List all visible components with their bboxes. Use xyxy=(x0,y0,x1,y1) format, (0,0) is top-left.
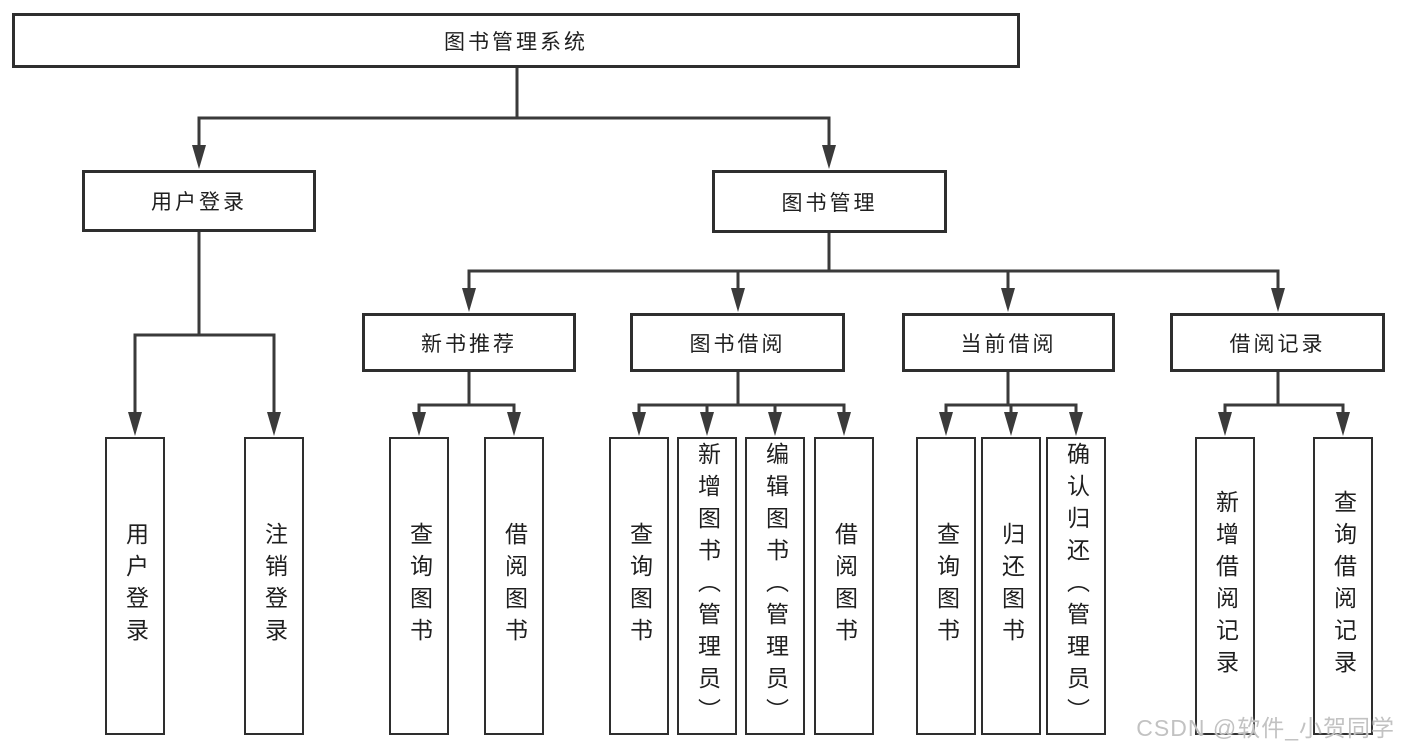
edge-new-book-rec-to-leaves xyxy=(412,372,521,436)
leaf-borrow-books-1: 借阅图书 xyxy=(484,437,544,735)
node-current-borrow-label: 当前借阅 xyxy=(960,332,1057,356)
leaf-add-books-admin: 新增图书（管理员） xyxy=(677,437,737,735)
node-new-book-rec-label: 新书推荐 xyxy=(421,332,517,356)
leaf-logout-label: 注销登录 xyxy=(261,522,288,650)
edge-borrow-records-to-leaves xyxy=(1218,372,1350,436)
node-book-mgmt-label: 图书管理 xyxy=(781,191,878,215)
node-borrow-records-label: 借阅记录 xyxy=(1229,332,1326,356)
leaf-edit-books-admin: 编辑图书（管理员） xyxy=(745,437,805,735)
node-user-login: 用户登录 xyxy=(82,170,316,232)
leaf-return-books: 归还图书 xyxy=(981,437,1041,735)
leaf-add-borrow-record-label: 新增借阅记录 xyxy=(1212,490,1239,682)
leaf-borrow-books-2-label: 借阅图书 xyxy=(831,522,858,650)
node-new-book-rec: 新书推荐 xyxy=(362,313,576,372)
node-book-borrow: 图书借阅 xyxy=(630,313,845,372)
node-book-mgmt: 图书管理 xyxy=(712,170,947,233)
leaf-add-borrow-record: 新增借阅记录 xyxy=(1195,437,1255,735)
leaf-user-login: 用户登录 xyxy=(105,437,165,735)
node-library-system: 图书管理系统 xyxy=(12,13,1020,68)
leaf-query-borrow-record-label: 查询借阅记录 xyxy=(1330,490,1357,682)
leaf-add-books-admin-label: 新增图书（管理员） xyxy=(694,442,721,730)
csdn-watermark: CSDN @软件_小贺同学 xyxy=(1136,715,1395,741)
leaf-borrow-books-2: 借阅图书 xyxy=(814,437,874,735)
leaf-borrow-books-1-label: 借阅图书 xyxy=(501,522,528,650)
leaf-query-books-1: 查询图书 xyxy=(389,437,449,735)
leaf-logout: 注销登录 xyxy=(244,437,304,735)
edge-user-login-to-leaves xyxy=(128,232,281,436)
leaf-confirm-return-admin: 确认归还（管理员） xyxy=(1046,437,1106,735)
leaf-query-books-3-label: 查询图书 xyxy=(933,522,960,650)
edge-current-borrow-to-leaves xyxy=(939,372,1083,436)
edge-book-borrow-to-leaves xyxy=(632,372,851,436)
leaf-confirm-return-admin-label: 确认归还（管理员） xyxy=(1063,442,1090,730)
leaf-return-books-label: 归还图书 xyxy=(998,522,1025,650)
leaf-edit-books-admin-label: 编辑图书（管理员） xyxy=(762,442,789,730)
leaf-query-borrow-record: 查询借阅记录 xyxy=(1313,437,1373,735)
node-library-system-label: 图书管理系统 xyxy=(444,30,588,54)
node-book-borrow-label: 图书借阅 xyxy=(689,332,786,356)
edge-root-to-branches xyxy=(192,68,836,169)
leaf-user-login-label: 用户登录 xyxy=(122,522,149,650)
leaf-query-books-1-label: 查询图书 xyxy=(406,522,433,650)
leaf-query-books-2-label: 查询图书 xyxy=(626,522,653,650)
node-current-borrow: 当前借阅 xyxy=(902,313,1115,372)
edge-book-mgmt-to-groups xyxy=(462,233,1285,312)
leaf-query-books-2: 查询图书 xyxy=(609,437,669,735)
leaf-query-books-3: 查询图书 xyxy=(916,437,976,735)
node-borrow-records: 借阅记录 xyxy=(1170,313,1385,372)
node-user-login-label: 用户登录 xyxy=(151,191,247,214)
